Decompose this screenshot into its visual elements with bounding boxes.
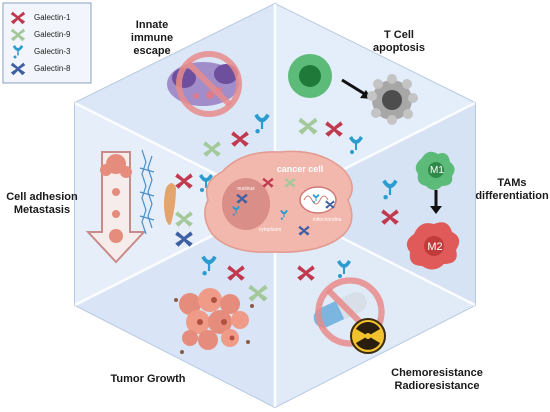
chemo-radio-illustration (313, 281, 386, 354)
t-cell-illustration (288, 54, 418, 125)
down-arrow-icon (85, 151, 147, 264)
label-cell-adhesion-metastasis: Cell adhesion Metastasis (6, 191, 78, 216)
legend-label: Galectin-9 (34, 30, 71, 39)
radiation-icon (350, 318, 386, 354)
nucleus (222, 178, 270, 230)
t-cell-nucleus (299, 65, 321, 87)
legend-label: Galectin-8 (34, 64, 71, 73)
apoptotic-cell (367, 74, 418, 125)
tumor-cluster (174, 288, 254, 354)
section-label: Cell adhesion (6, 191, 78, 203)
mitochondria (299, 186, 337, 214)
legend-item-galectin-1: Galectin-1 (10, 11, 71, 25)
tams-illustration: M1 M2 (406, 151, 460, 270)
section-label: Metastasis (14, 204, 70, 216)
legend-label: Galectin-3 (34, 47, 71, 56)
legend-item-galectin-8: Galectin-8 (10, 62, 71, 76)
label-tams-differentiation: TAMs differentiation (475, 177, 549, 202)
section-label: escape (133, 45, 170, 57)
section-label: TAMs (497, 177, 526, 189)
cytoplasm-label: cytoplasm (259, 227, 282, 233)
cancer-cell: cancer cell nucleus cytoplasm mitochondr… (204, 150, 353, 253)
section-label: differentiation (475, 190, 549, 202)
nucleus-label: nucleus (237, 186, 255, 192)
section-label: Radioresistance (395, 380, 480, 392)
section-label: T Cell (384, 29, 414, 41)
innate-escape-illustration (167, 54, 239, 114)
legend-label: Galectin-1 (34, 13, 71, 22)
m2-label: M2 (427, 241, 442, 253)
section-label: Tumor Growth (111, 373, 186, 385)
section-label: Chemoresistance (391, 367, 483, 379)
metastasis-illustration (85, 149, 176, 264)
label-innate-immune-escape: Innate immune escape (131, 19, 173, 57)
m1-label: M1 (430, 165, 444, 176)
section-label: immune (131, 32, 173, 44)
mitochondria-label: mitochondria (313, 217, 342, 223)
legend-item-galectin-9: Galectin-9 (10, 28, 71, 42)
vessel-network (139, 149, 155, 235)
label-t-cell-apoptosis: T Cell apoptosis (373, 29, 425, 54)
label-chemo-radioresistance: Chemoresistance Radioresistance (391, 367, 483, 392)
legend-item-galectin-3: Galectin-3 (12, 45, 71, 59)
fibroblast (164, 183, 176, 225)
cancer-cell-label: cancer cell (277, 164, 324, 174)
label-tumor-growth: Tumor Growth (111, 373, 186, 385)
section-label: apoptosis (373, 42, 425, 54)
section-label: Innate (136, 19, 168, 31)
legend: Galectin-1 Galectin-9 Galectin-3 Galecti… (2, 2, 92, 84)
